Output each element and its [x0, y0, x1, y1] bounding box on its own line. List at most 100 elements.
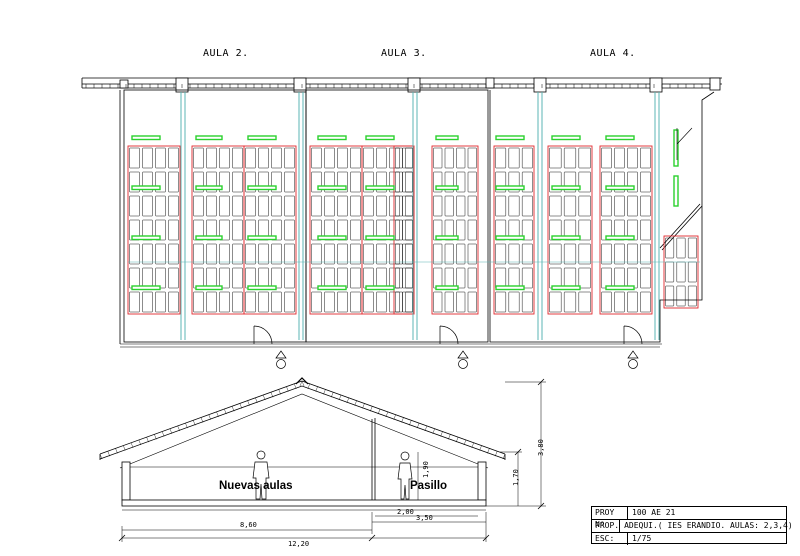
dim-corridor-width: 2,00: [397, 508, 414, 516]
luminaire: [247, 185, 277, 191]
luminaire: [551, 185, 581, 191]
luminaire: [195, 235, 223, 241]
section-label-new-classrooms: Nuevas aulas: [219, 480, 293, 492]
dim-left-width: 8,60: [240, 521, 257, 529]
luminaire: [435, 285, 459, 291]
roof-tile: [208, 414, 211, 420]
entry-arrow-aula-3: [457, 350, 469, 369]
luminaire: [495, 135, 525, 141]
luminaire: [673, 129, 679, 167]
title-block-value: 1/75: [632, 534, 652, 543]
roof-tile: [138, 439, 142, 446]
luminaire: [435, 185, 459, 191]
luminaire: [131, 235, 161, 241]
roof-tile: [107, 451, 110, 457]
roof-tile: [370, 406, 373, 412]
roof-tile: [146, 437, 149, 443]
roof-inner: [99, 385, 506, 460]
luminaire: [195, 285, 223, 291]
section-label-corridor: Pasillo: [410, 480, 448, 492]
roof-tile: [463, 439, 467, 446]
luminaire: [365, 235, 395, 241]
room-outline-aula-3: [305, 89, 489, 343]
luminaire: [365, 285, 395, 291]
roof-tile: [262, 394, 266, 401]
roof-tile: [385, 411, 389, 417]
roof-tile: [299, 380, 303, 387]
roof-tile: [440, 431, 443, 437]
roof-tile: [401, 417, 404, 423]
luminaire: [495, 185, 525, 191]
aula-4-title: AULA 4.: [590, 48, 636, 59]
roof-tile: [200, 417, 204, 423]
roof-tile: [123, 445, 126, 451]
luminaire: [605, 235, 635, 241]
roof-tile: [130, 442, 134, 448]
ceiling-grid-block: [493, 145, 535, 315]
ceiling-grid-block: [243, 145, 297, 315]
dim-wall-height: 1,70: [512, 469, 520, 486]
luminaire: [131, 285, 161, 291]
roof-tile: [270, 392, 274, 398]
doors: [253, 127, 693, 345]
roof-tile: [154, 434, 157, 440]
luminaire: [131, 185, 161, 191]
roof-tile: [185, 423, 188, 429]
luminaire: [317, 235, 347, 241]
luminaire: [317, 185, 347, 191]
roof-tile: [169, 428, 173, 434]
luminaire: [551, 235, 581, 241]
roof-tile: [216, 411, 219, 417]
roof-tile: [409, 420, 412, 426]
luminaire: [551, 285, 581, 291]
title-block-value: ADEQUI.( IES ERANDIO. AULAS: 2,3,4): [624, 521, 793, 530]
roof-tile: [224, 409, 227, 415]
roof-tile: [294, 383, 297, 389]
luminaire: [131, 135, 161, 141]
roof-outer: [99, 380, 506, 455]
roof-tile: [448, 434, 451, 440]
roof-tile: [307, 383, 310, 389]
roof-tile: [177, 425, 180, 431]
title-block: PROY Nº 100 AE 21 PROP. ADEQUI.( IES ERA…: [591, 506, 793, 545]
floor-plan: [81, 77, 722, 348]
luminaire: [195, 135, 223, 141]
luminaire: [435, 235, 459, 241]
roof-tile: [346, 397, 350, 403]
person-figure-right: [397, 451, 413, 500]
ceiling-grid-block: [393, 145, 415, 315]
luminaire: [605, 285, 635, 291]
luminaire: [317, 285, 347, 291]
dim-total-width: 12,20: [288, 540, 310, 548]
luminaire: [435, 135, 459, 141]
entry-arrow-aula-2: [275, 350, 287, 369]
roof-tile: [362, 403, 365, 409]
roof-tile: [354, 400, 357, 406]
ducts: [128, 92, 700, 340]
roof-tile: [338, 394, 342, 401]
title-block-row-project: PROY Nº 100 AE 21: [592, 507, 786, 529]
facade-ticks: [85, 84, 711, 88]
roof-tile: [323, 389, 326, 395]
roof-tile: [377, 409, 381, 415]
person-figure-left: [252, 450, 270, 500]
roof-tile: [301, 380, 305, 387]
luminaire: [247, 235, 277, 241]
luminaire: [365, 185, 395, 191]
roof-tile: [161, 431, 165, 437]
ceiling-grid-block: [547, 145, 593, 315]
roof-tile: [495, 451, 498, 457]
roof-tile: [424, 425, 428, 431]
luminaires: [131, 129, 679, 291]
dimension-lines: [118, 378, 546, 542]
roof-tile: [502, 453, 506, 460]
roof-tile: [286, 386, 289, 392]
dim-right-width: 3,50: [416, 514, 433, 522]
roof-tile: [455, 437, 459, 443]
title-block-key: PROP.: [592, 520, 621, 532]
luminaire: [495, 285, 525, 291]
luminaire: [551, 135, 581, 141]
luminaire: [195, 185, 223, 191]
ceiling-grid-block: [663, 235, 699, 309]
